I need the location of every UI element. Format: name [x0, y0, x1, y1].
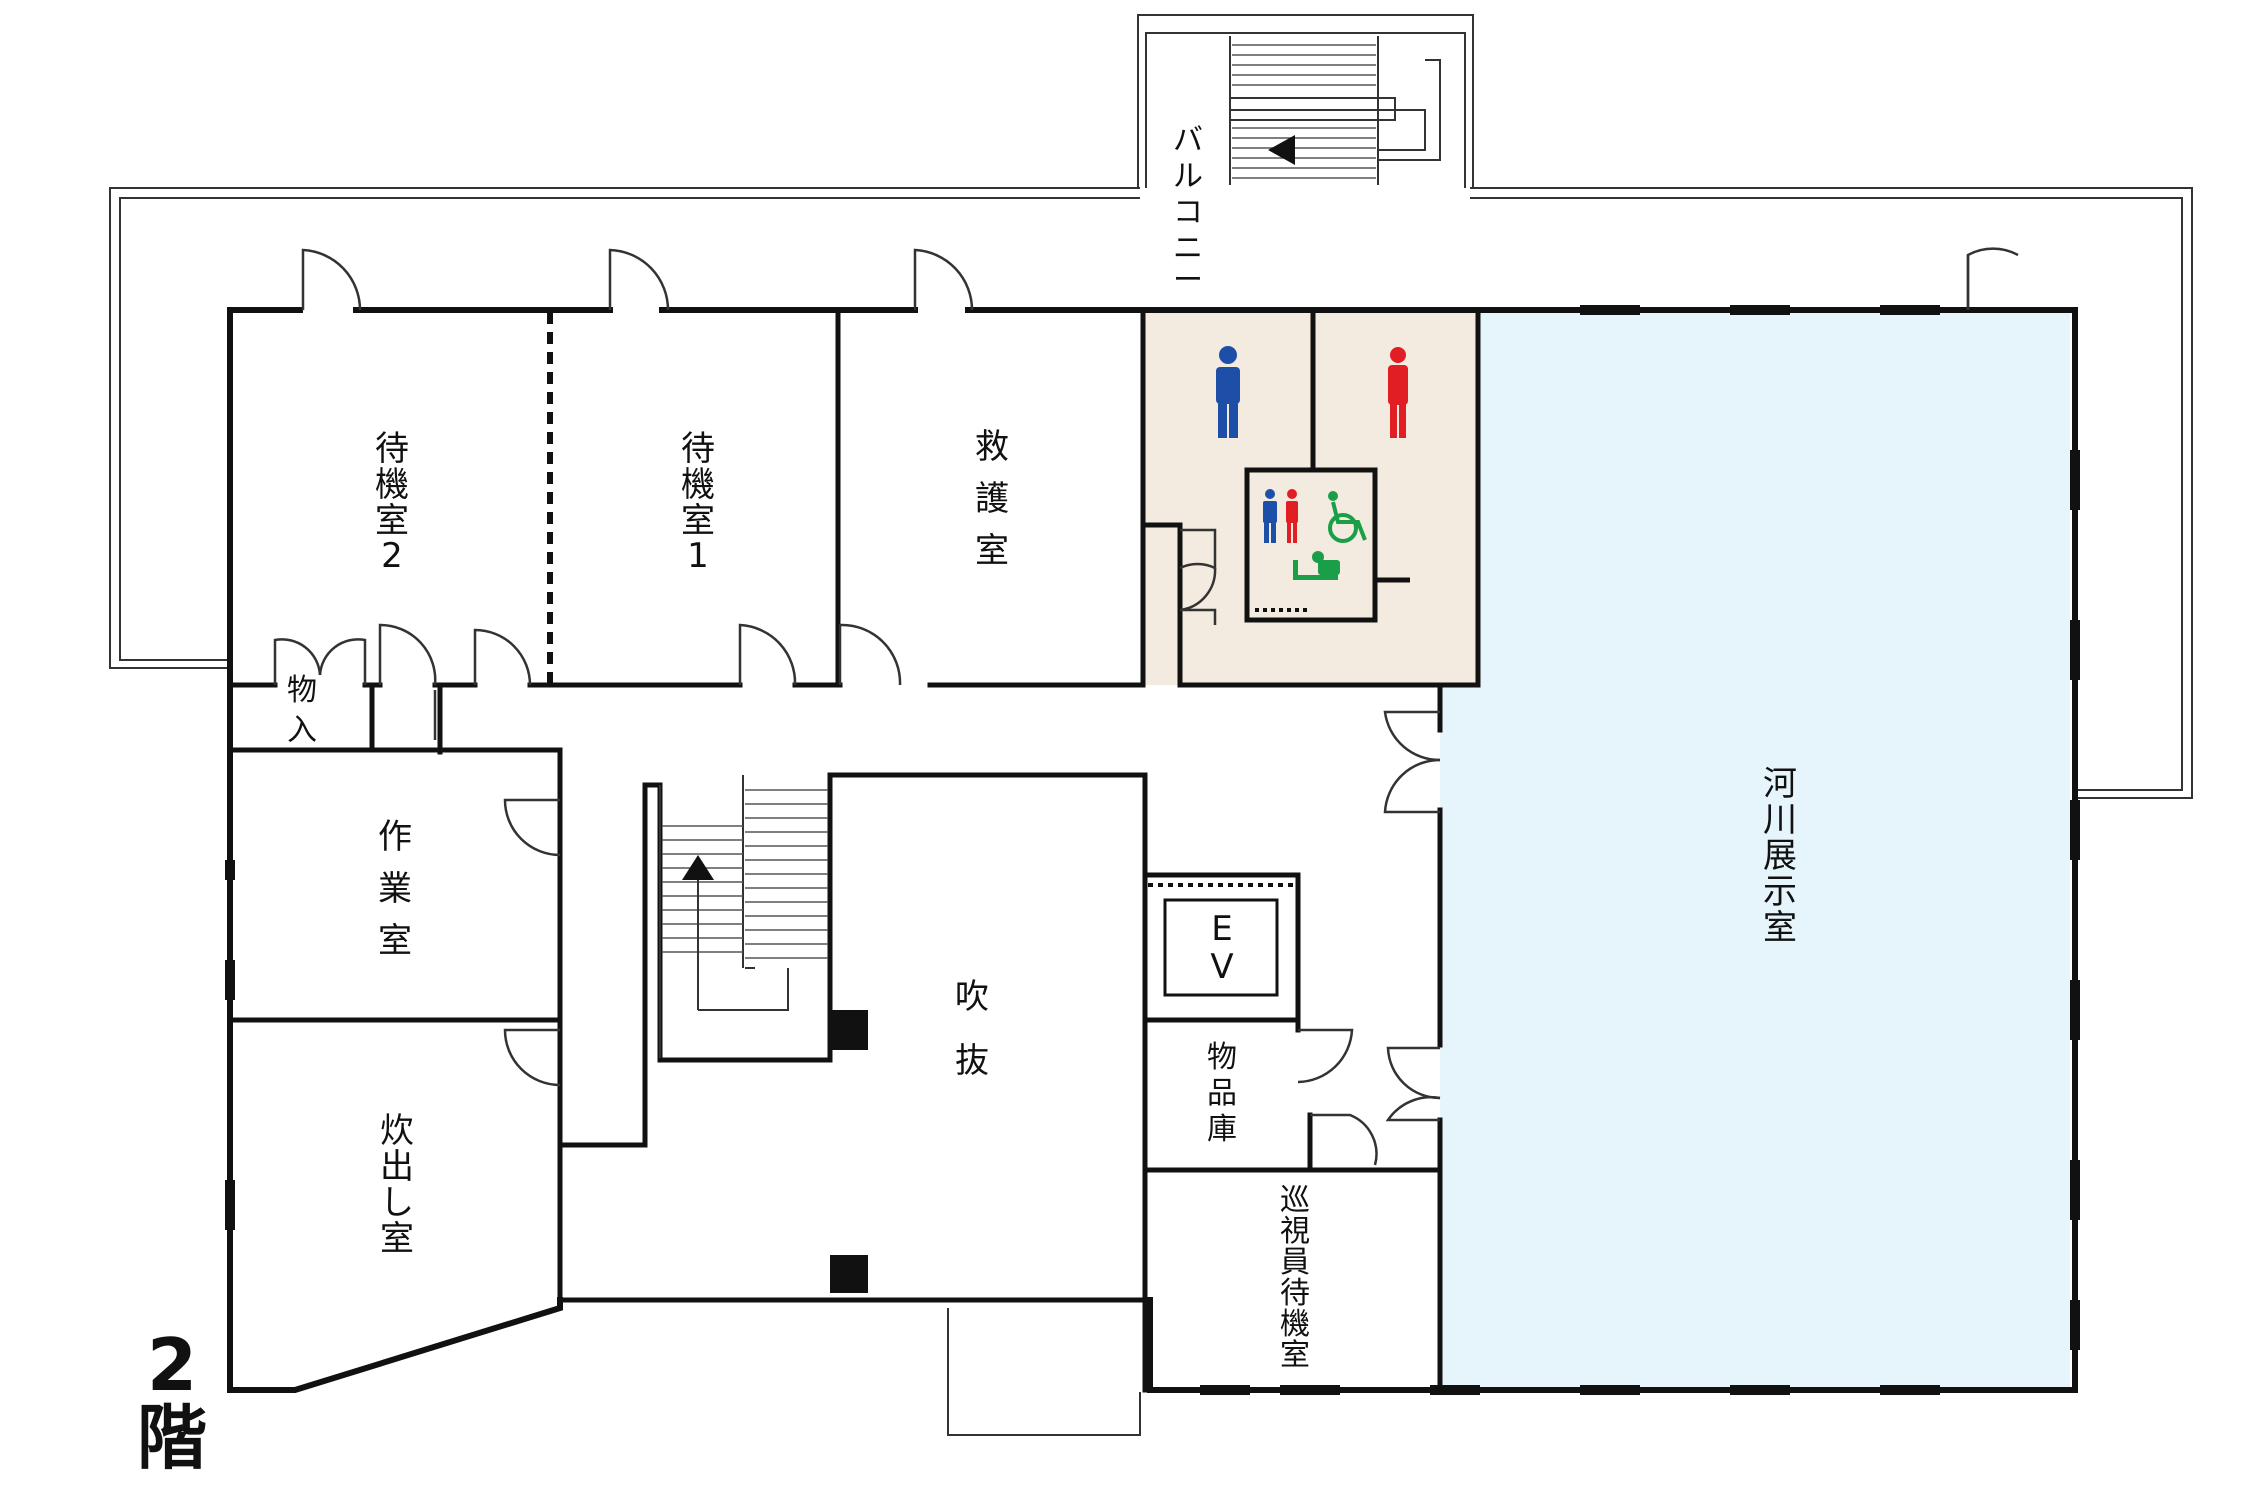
label-char: 室 — [380, 1219, 414, 1259]
room-label-storage-small: 物 入 — [287, 673, 317, 748]
multipurpose-restroom-box — [1244, 467, 1378, 623]
label-char: E — [1211, 909, 1232, 949]
multipurpose-restroom-icon — [1263, 489, 1367, 580]
label-char: 員 — [1280, 1245, 1310, 1280]
room-label-balcony: バ ル コ ニ ー — [1173, 123, 1203, 298]
stairs-arrow-icon — [682, 855, 714, 880]
label-char: 機 — [1280, 1307, 1310, 1342]
label-char: 展 — [1763, 836, 1797, 876]
label-char: 炊 — [380, 1111, 414, 1151]
label-char: 入 — [287, 713, 317, 748]
label-char: 室 — [1763, 908, 1797, 948]
balcony-outline — [109, 14, 2193, 799]
room-label-first-aid-room: 救 護 室 — [975, 427, 1009, 571]
atrium-annex — [947, 1308, 1141, 1436]
room-label-river-exhibition-room: 河 川 展 示 室 — [1763, 764, 1797, 948]
balcony-staircase — [1229, 36, 1441, 185]
room-label-waiting-room-1: 待 機 室 1 — [681, 429, 715, 576]
label-char: 室 — [681, 501, 715, 541]
room-label-patrol-waiting-room: 巡 視 員 待 機 室 — [1280, 1183, 1310, 1373]
label-char: 川 — [1763, 800, 1797, 840]
room-label-work-room: 作 業 室 — [378, 817, 412, 961]
interior-walls — [227, 307, 1481, 1393]
label-char: ル — [1173, 159, 1203, 194]
label-char: 機 — [375, 465, 409, 505]
label-char: 2 — [381, 536, 403, 576]
room-label-supply-storage: 物 品 庫 — [1207, 1040, 1237, 1147]
atrium-column — [830, 1255, 868, 1293]
label-char: し — [380, 1183, 414, 1223]
label-char: コ — [1173, 195, 1203, 230]
label-char: 室 — [1280, 1338, 1310, 1373]
label-char: バ — [1173, 123, 1203, 158]
label-char: 救 — [975, 427, 1009, 467]
female-restroom-icon — [1388, 347, 1408, 438]
label-char: 示 — [1763, 872, 1797, 912]
label-char: 庫 — [1207, 1112, 1237, 1147]
label-char: 視 — [1280, 1214, 1310, 1249]
atrium-column — [828, 1010, 868, 1050]
male-restroom-icon — [1216, 346, 1240, 438]
label-char: 待 — [681, 429, 715, 469]
label-char: 室 — [975, 531, 1009, 571]
label-char: 業 — [378, 869, 412, 909]
label-char: 抜 — [955, 1041, 989, 1081]
floor-number: 2 — [147, 1323, 197, 1407]
label-char: 護 — [975, 479, 1009, 519]
label-char: 室 — [378, 921, 412, 961]
room-label-elevator: E V — [1210, 909, 1233, 987]
door-swings — [273, 247, 2019, 1166]
label-char: 機 — [681, 465, 715, 505]
label-char: 作 — [378, 817, 412, 857]
label-char: 室 — [375, 501, 409, 541]
label-char: 1 — [687, 536, 709, 576]
stairs-arrow-icon — [1268, 135, 1295, 165]
central-staircase — [659, 775, 828, 1058]
label-char: 待 — [375, 429, 409, 469]
window-marks — [225, 305, 2080, 1395]
label-char: 待 — [1280, 1276, 1310, 1311]
floor-label: 2 階 — [137, 1323, 207, 1479]
room-label-waiting-room-2: 待 機 室 2 — [375, 429, 409, 576]
floor-kanji: 階 — [137, 1397, 207, 1479]
room-label-kitchen-room: 炊 出 し 室 — [380, 1111, 414, 1259]
label-char: V — [1210, 947, 1233, 987]
label-char: 河 — [1763, 764, 1797, 804]
label-char: ー — [1173, 263, 1203, 298]
label-char: ニ — [1173, 231, 1203, 266]
label-char: 物 — [287, 673, 317, 708]
label-char: 吹 — [955, 977, 989, 1017]
label-char: 巡 — [1280, 1183, 1310, 1218]
elevator-shaft — [1148, 883, 1295, 997]
room-label-atrium: 吹 抜 — [955, 977, 989, 1081]
label-char: 物 — [1207, 1040, 1237, 1075]
label-char: 出 — [380, 1147, 414, 1187]
label-char: 品 — [1207, 1076, 1237, 1111]
river-exhibition-fill — [1440, 310, 2070, 1390]
